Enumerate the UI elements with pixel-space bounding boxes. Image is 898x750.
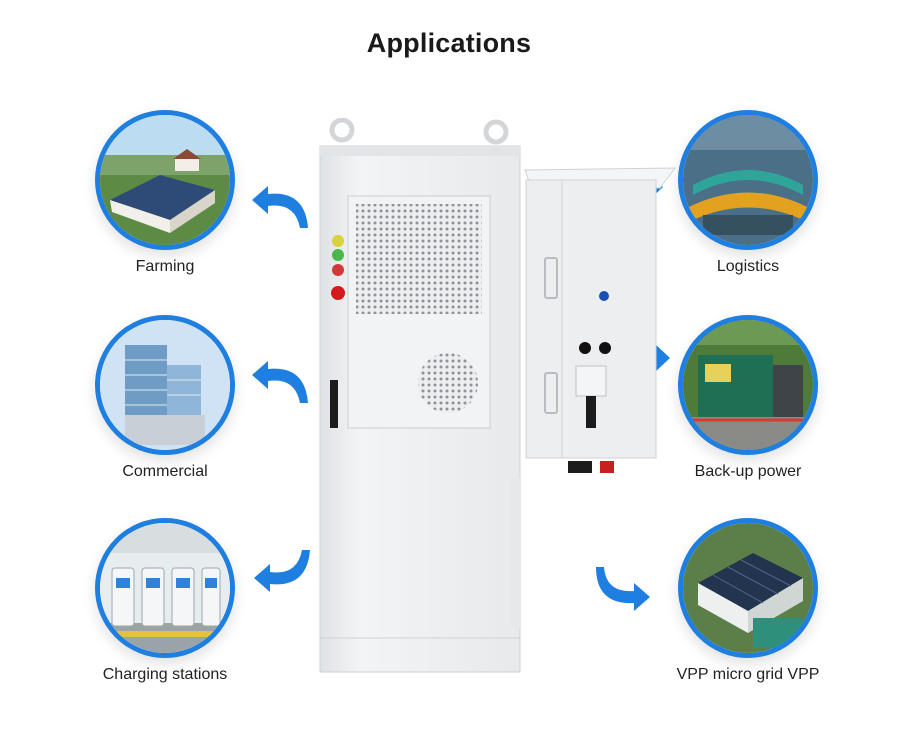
commercial-image — [95, 315, 235, 455]
energy-storage-cabinet — [319, 118, 677, 673]
application-charging-stations: Charging stations — [85, 518, 245, 684]
application-logistics: Logistics — [668, 110, 828, 276]
logistics-label: Logistics — [716, 258, 780, 275]
application-backup-power: Back-up power — [668, 315, 828, 481]
farming-image — [95, 110, 235, 250]
farming-label: Farming — [135, 258, 195, 275]
application-vpp-micro-grid: VPP micro grid VPP — [668, 518, 828, 684]
arrow-to-commercial-icon — [252, 361, 308, 403]
application-commercial: Commercial — [85, 315, 245, 481]
application-farming: Farming — [85, 110, 245, 276]
arrow-to-vpp-micro-grid-icon — [596, 567, 650, 611]
arrow-to-farming-icon — [252, 186, 308, 228]
page-title: Applications — [366, 28, 532, 58]
charging-stations-image — [95, 518, 235, 658]
backup-power-image — [678, 315, 818, 455]
logistics-image — [678, 110, 818, 250]
vpp-micro-grid-image — [678, 518, 818, 658]
vpp-micro-grid-label: VPP micro grid VPP — [676, 666, 820, 683]
commercial-label: Commercial — [122, 463, 208, 480]
arrow-to-charging-stations-icon — [254, 550, 310, 592]
charging-stations-label: Charging stations — [102, 666, 228, 683]
backup-power-label: Back-up power — [694, 463, 802, 480]
